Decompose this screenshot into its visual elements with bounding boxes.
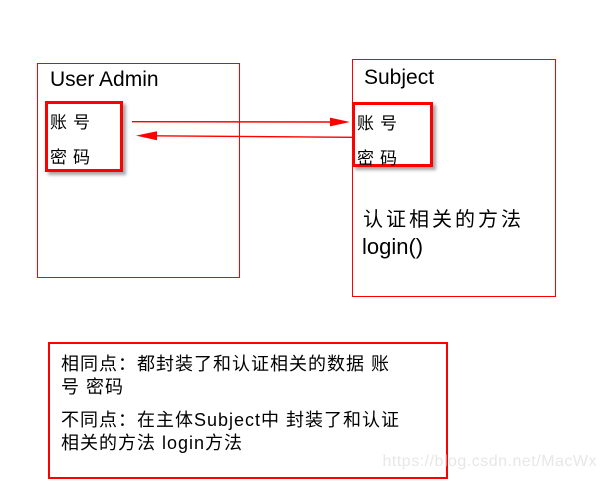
summary-line: 不同点：在主体Subject中 封装了和认证 [61, 410, 401, 430]
subject-login-method: login() [362, 234, 424, 259]
subject-title: Subject [364, 66, 435, 89]
blog-watermark: https://blog.csdn.net/MacWx [382, 453, 597, 470]
summary-line: 号 密码 [61, 377, 125, 397]
comparison-summary-box: 相同点：都封装了和认证相关的数据 账 号 密码 不同点：在主体Subject中 … [48, 342, 448, 479]
subject-attributes-highlight-box: 账号 密码 [352, 102, 433, 168]
user-admin-attributes-highlight-box: 账号 密码 [45, 101, 123, 172]
subject-class-box [352, 59, 556, 297]
summary-line: 相同点：都封装了和认证相关的数据 账 [61, 354, 390, 374]
user-admin-title: User Admin [50, 68, 159, 91]
subject-attr-account: 账号 [357, 114, 403, 133]
user-admin-class-box [37, 63, 240, 278]
subject-attr-password: 密码 [357, 149, 403, 168]
user-admin-attr-account: 账号 [50, 113, 96, 132]
subject-methods-heading: 认证相关的方法 [363, 209, 524, 231]
summary-line: 相关的方法 login方法 [61, 433, 244, 453]
user-admin-attr-password: 密码 [50, 148, 96, 167]
